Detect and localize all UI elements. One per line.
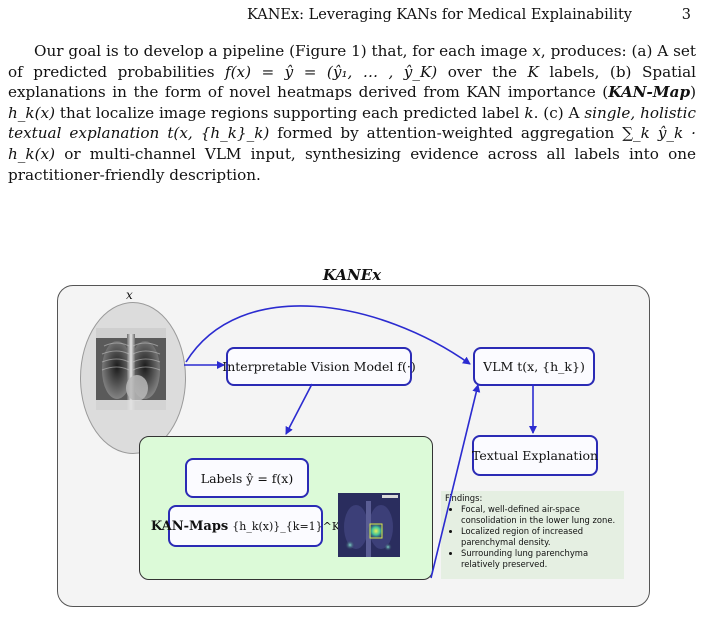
math-txh: t(x, {h_k}_k) <box>167 124 270 143</box>
figure-title: KANEx <box>322 266 382 284</box>
vlm-box: VLM t(x, {h_k}) <box>473 347 595 386</box>
kan-map-term: KAN-Map <box>608 83 691 102</box>
text-run: formed by attention-weighted aggregation <box>269 124 623 143</box>
text-run: labels, (b) Spatial explanations in the … <box>8 62 696 102</box>
findings-title: Findings: <box>445 493 483 503</box>
math-x: x <box>532 42 541 60</box>
page-number: 3 <box>681 7 691 23</box>
math-hk: h_k(x) <box>8 103 55 122</box>
arrow-input-to-vlm <box>185 305 471 365</box>
text-run: or multi-channel VLM input, synthesizing… <box>8 144 696 184</box>
textual-explanation-label: Textual Explanation <box>471 448 599 463</box>
kan-maps-expr: {h_k(x)}_{k=1}^K <box>232 519 341 533</box>
finding-item: Localized region of increased parenchyma… <box>461 526 621 548</box>
kan-maps-box: KAN-Maps {h_k(x)}_{k=1}^K <box>151 505 340 547</box>
math-k: k <box>524 103 534 122</box>
kan-maps-label: KAN-Maps <box>150 518 229 534</box>
vlm-label: VLM t(x, {h_k}) <box>483 359 585 374</box>
goal-paragraph: Our goal is to develop a pipeline (Figur… <box>8 41 696 185</box>
textual-explanation-box: Textual Explanation <box>472 435 598 476</box>
input-label: x <box>126 288 133 302</box>
findings-box: Findings: Focal, well-defined air-space … <box>441 491 624 579</box>
labels-box: Labels ŷ = f(x) <box>185 458 309 498</box>
text-run: Our goal is to develop a pipeline (Figur… <box>34 42 533 60</box>
emphasis-text: single, holistic textual explanation <box>8 103 696 143</box>
vision-model-label: Interpretable Vision Model f(·) <box>222 359 416 374</box>
labels-label: Labels ŷ = f(x) <box>200 470 294 486</box>
text-run: . (c) A <box>533 103 585 122</box>
heatmap-drawing <box>338 493 400 557</box>
chest-xray-image <box>96 328 166 410</box>
arrow-vision-to-outputs <box>285 383 313 435</box>
text-run: ) <box>690 83 696 102</box>
arrow-outputs-to-vlm <box>430 384 481 579</box>
kan-map-heatmap-image <box>338 493 400 557</box>
finding-item: Focal, well-defined air-space consolidat… <box>461 504 621 526</box>
text-run: over the <box>437 62 528 81</box>
math-sum: ∑_k ŷ_k · h_k(x) <box>8 124 696 163</box>
body-paragraph: Our goal is to develop a pipeline (Figur… <box>8 41 696 185</box>
math-f-expr: f(x) = ŷ = (ŷ₁, … , ŷ_K) <box>224 62 438 81</box>
finding-item: Surrounding lung parenchyma relatively p… <box>461 548 621 570</box>
findings-list: Focal, well-defined air-space consolidat… <box>444 504 621 570</box>
chest-xray-drawing <box>96 328 166 410</box>
math-K: K <box>527 62 539 81</box>
text-run: , produces: (a) A set of predicted proba… <box>8 42 696 81</box>
running-title: KANEx: Leveraging KANs for Medical Expla… <box>247 7 632 23</box>
vision-model-box: Interpretable Vision Model f(·) <box>222 347 416 386</box>
text-run: that localize image regions supporting e… <box>55 103 525 122</box>
